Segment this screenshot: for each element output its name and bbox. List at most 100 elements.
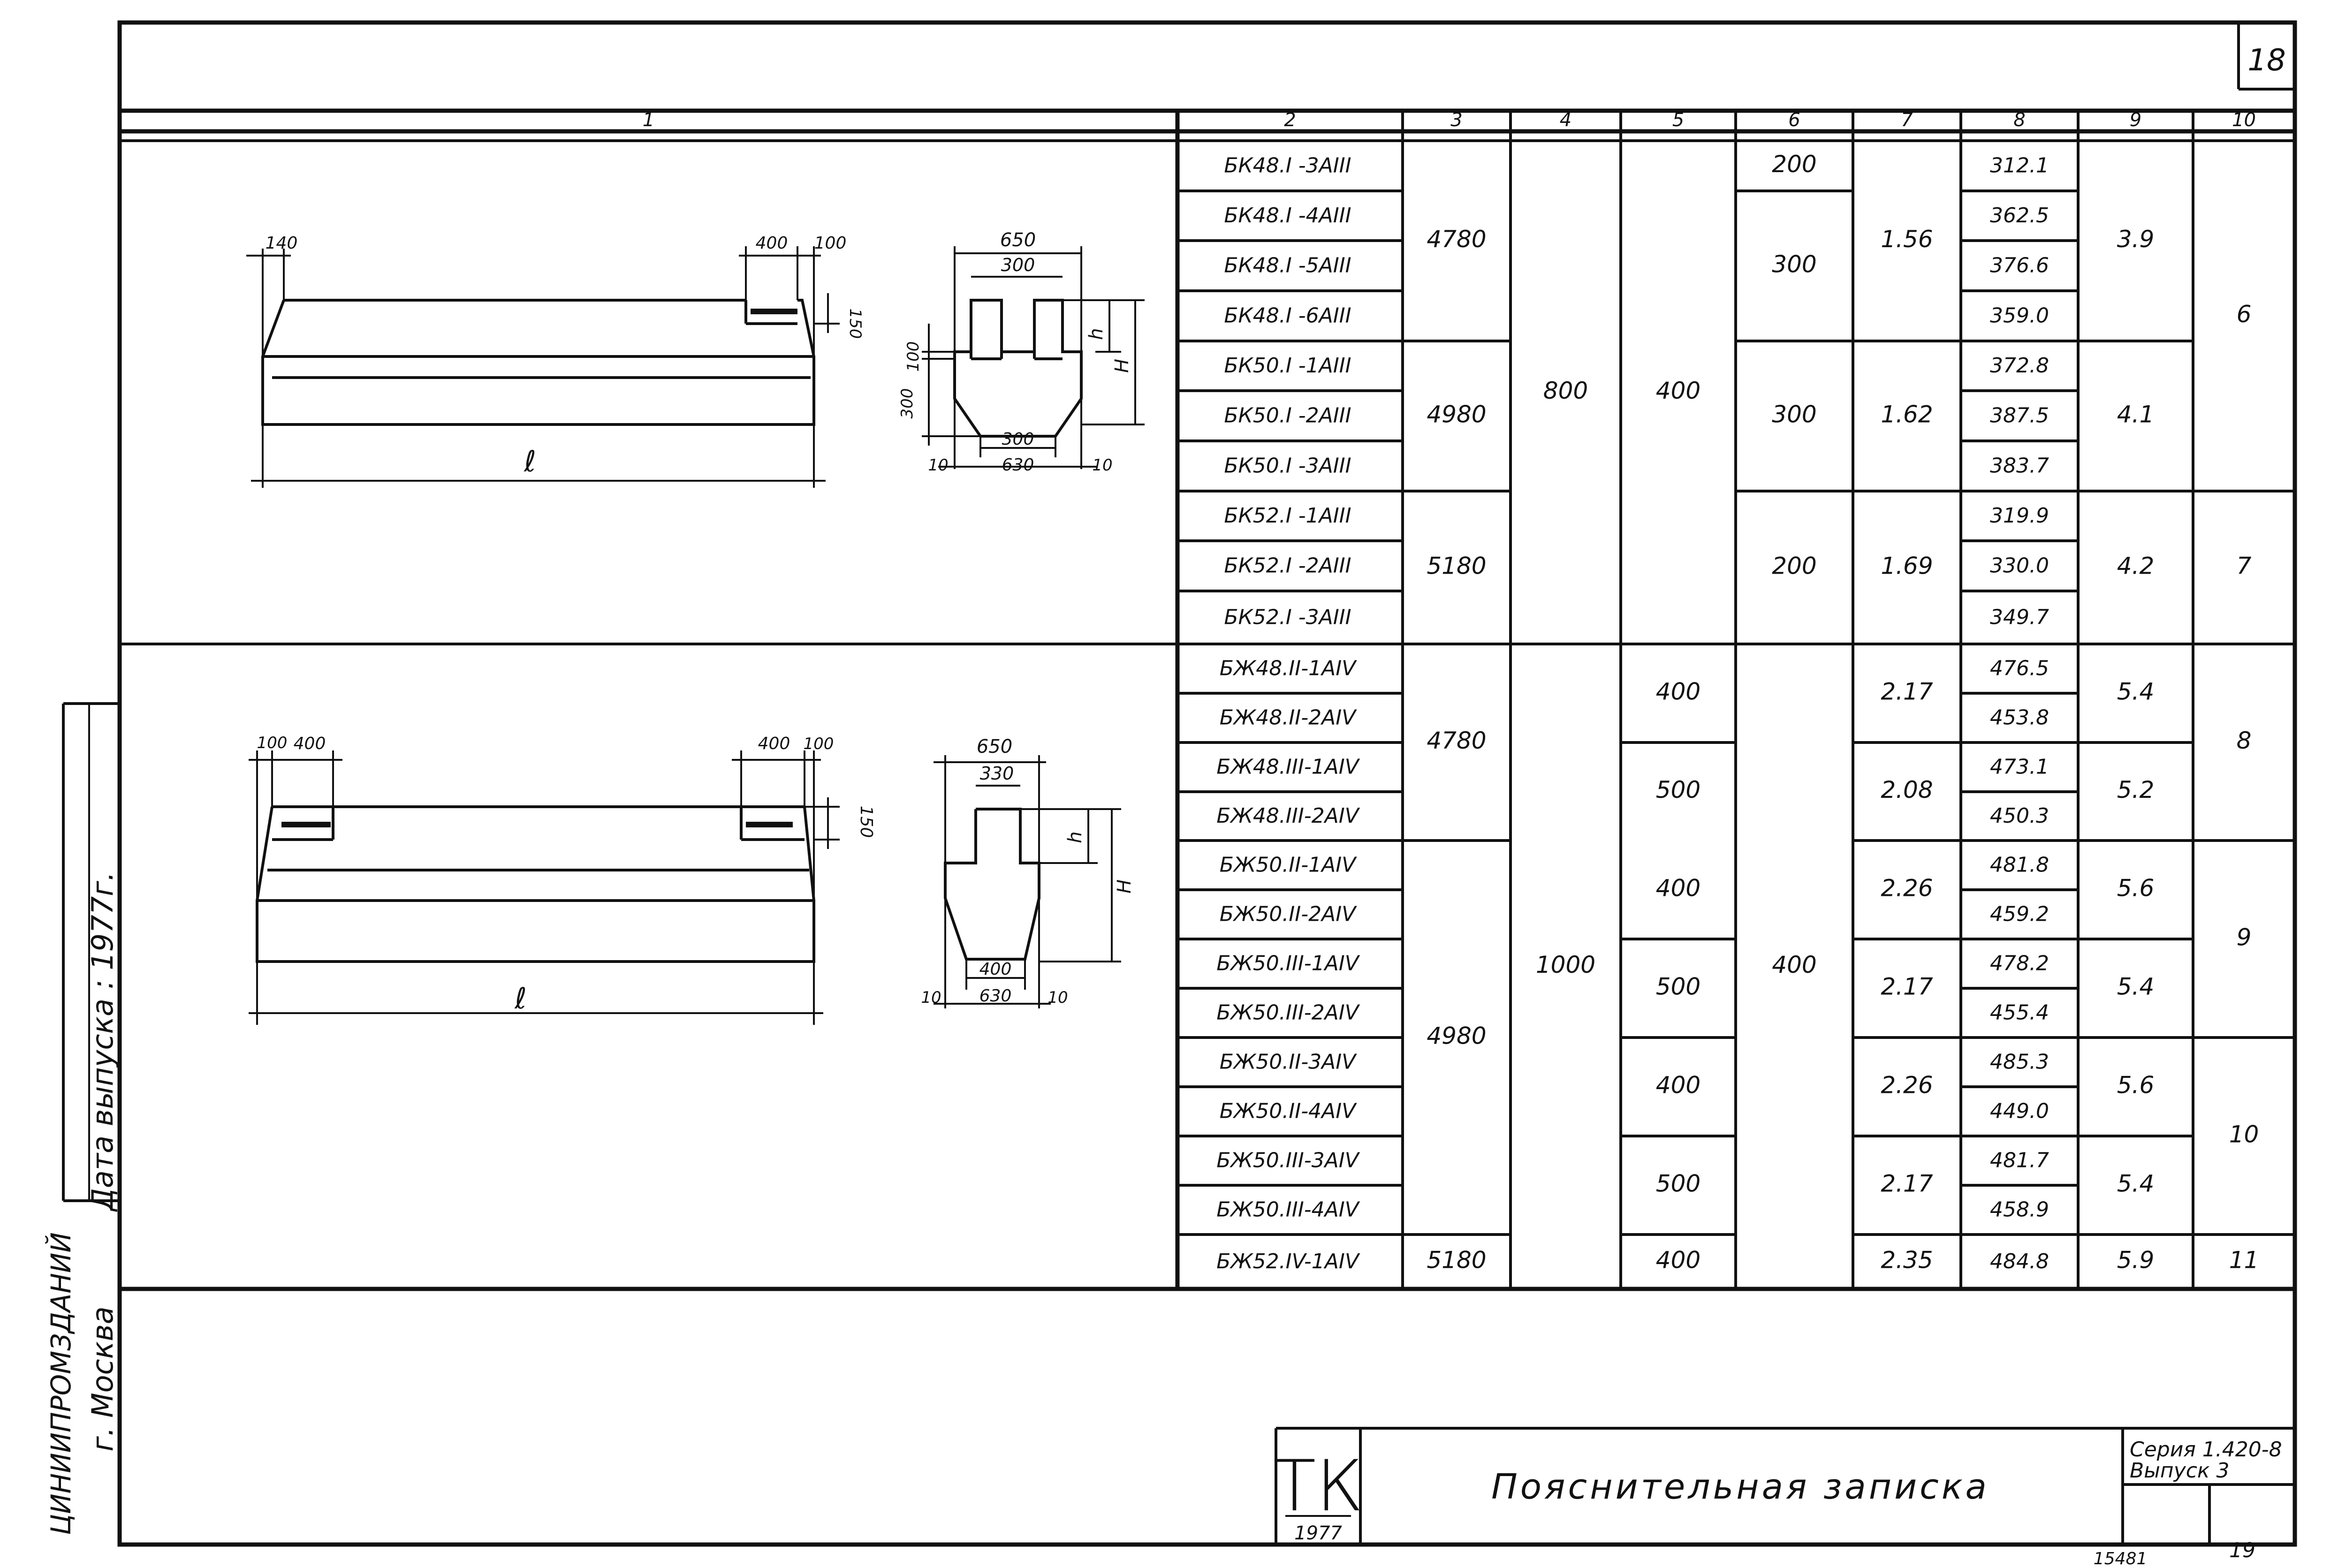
weight-cell: 359.0 — [1990, 304, 2049, 328]
col6-cell: 300 — [1772, 401, 1816, 428]
dim-h: h — [1086, 328, 1107, 340]
mark-cell: БЖ50.II-4АIV — [1220, 1099, 1357, 1123]
mass-cell: 5.9 — [2117, 1247, 2155, 1274]
beam-bzh-dimension-labels: 100 400 400 100 150 ℓ 650 330 400 630 10… — [257, 734, 1135, 1015]
weight-cell: 312.1 — [1990, 154, 2049, 178]
mass-cell: 4.1 — [2117, 401, 2155, 428]
width-cell: 400 — [1656, 875, 1700, 902]
org-name: ЦИНИИПРОМЗДАНИЙ — [45, 1232, 77, 1535]
weight-cell: 481.7 — [1990, 1149, 2049, 1173]
mark-cell: БЖ50.II-2АIV — [1220, 902, 1357, 926]
width-cell: 400 — [1656, 1072, 1700, 1099]
mass-cell: 5.4 — [2117, 973, 2155, 1000]
column-number-8: 8 — [2013, 109, 2025, 131]
dim-100: 100 — [814, 234, 847, 253]
width-cell: 400 — [1656, 377, 1700, 404]
mark-cell: БЖ50.III-1АIV — [1216, 952, 1360, 976]
dim-650: 650 — [977, 736, 1012, 757]
sheet-ref-cell: 8 — [2237, 727, 2252, 754]
column-8-values: 312.1362.5376.6359.0372.8387.5383.7319.9… — [1990, 154, 2049, 1274]
column-number-7: 7 — [1901, 109, 1913, 131]
volume-cell: 2.26 — [1881, 875, 1933, 902]
weight-cell: 330.0 — [1990, 554, 2049, 578]
dim-330: 330 — [980, 763, 1014, 784]
width-cell: 500 — [1656, 1170, 1700, 1197]
mark-cell: БЖ50.II-1АIV — [1220, 853, 1357, 877]
dim-630: 630 — [979, 986, 1012, 1006]
dim-length: ℓ — [524, 444, 536, 478]
length-cell: 5180 — [1427, 553, 1486, 580]
beam-bk-dimension-labels: 140 400 100 150 ℓ 650 300 100 300 300 63… — [266, 229, 1133, 478]
mark-cell: БК48.I -4АIII — [1224, 204, 1351, 227]
dim-10-right: 10 — [1048, 988, 1068, 1007]
mark-cell: БЖ48.III-2АIV — [1216, 804, 1360, 828]
height-cell: 1000 — [1536, 951, 1595, 978]
length-cell: 4980 — [1427, 401, 1486, 428]
dim-400-left: 400 — [294, 734, 326, 753]
merged-columns: 4780498051804780498051808001000400400500… — [1427, 151, 2259, 1274]
volume-cell: 2.35 — [1881, 1247, 1933, 1274]
dim-length: ℓ — [514, 981, 527, 1015]
mark-cell: БЖ50.II-3АIV — [1220, 1050, 1357, 1074]
footer-number: 19 — [2229, 1538, 2255, 1562]
column-number-1: 1 — [643, 109, 654, 131]
dim-140: 140 — [266, 234, 298, 253]
weight-cell: 473.1 — [1990, 755, 2049, 779]
col6-cell: 300 — [1772, 251, 1816, 278]
mass-cell: 5.4 — [2117, 678, 2155, 705]
dim-100-left: 100 — [257, 734, 288, 752]
table-grid — [1175, 111, 2194, 1289]
column-number-6: 6 — [1788, 109, 1800, 131]
table-row-lines — [1177, 189, 2295, 1236]
sheet-ref-cell: 11 — [2229, 1247, 2259, 1274]
col6-cell: 200 — [1772, 553, 1816, 580]
col6-cell: 400 — [1772, 951, 1816, 978]
mark-cell: БК52.I -3АIII — [1224, 606, 1351, 629]
sheet-ref-cell: 9 — [2237, 924, 2252, 951]
mark-cell: БК52.I -1АIII — [1224, 504, 1351, 528]
column-number-3: 3 — [1450, 109, 1462, 131]
length-cell: 5180 — [1427, 1247, 1486, 1274]
dim-400: 400 — [756, 234, 788, 253]
width-cell: 400 — [1656, 1247, 1700, 1274]
city: г. Москва — [85, 1306, 120, 1452]
mark-cell: БК50.I -1АIII — [1224, 354, 1351, 378]
dim-300-h: 300 — [898, 388, 917, 419]
weight-cell: 372.8 — [1990, 354, 2049, 378]
column-number-10: 10 — [2232, 109, 2256, 131]
volume-cell: 2.17 — [1881, 1170, 1933, 1197]
weight-cell: 349.7 — [1990, 606, 2049, 629]
column-number-5: 5 — [1672, 109, 1684, 131]
weight-cell: 455.4 — [1990, 1001, 2049, 1025]
mark-cell: БЖ50.III-4АIV — [1216, 1198, 1360, 1222]
length-cell: 4780 — [1427, 727, 1486, 754]
col6-cell: 200 — [1772, 151, 1816, 178]
mass-cell: 5.4 — [2117, 1170, 2155, 1197]
sheet-ref-cell: 10 — [2229, 1121, 2259, 1148]
weight-cell: 485.3 — [1990, 1050, 2049, 1074]
mass-cell: 5.2 — [2117, 776, 2155, 803]
page-number-box — [2237, 23, 2295, 91]
title-block — [1275, 1427, 2295, 1545]
sheet-ref-cell: 7 — [2237, 553, 2252, 580]
dim-150: 150 — [846, 309, 865, 339]
dim-300-bottom: 300 — [1002, 430, 1034, 449]
release-date: Дата выпуска : 1977г. — [85, 872, 120, 1212]
dim-300-top: 300 — [1001, 255, 1035, 275]
dim-10-left: 10 — [921, 988, 941, 1007]
weight-cell: 376.6 — [1990, 254, 2049, 278]
dim-100-h: 100 — [904, 341, 923, 372]
weight-cell: 387.5 — [1990, 404, 2049, 428]
dim-10-left: 10 — [928, 456, 948, 475]
mark-cell: БЖ50.III-2АIV — [1216, 1001, 1360, 1025]
weight-cell: 319.9 — [1990, 504, 2049, 528]
mark-cell: БЖ52.IV-1АIV — [1216, 1250, 1360, 1273]
dim-H: H — [1114, 879, 1135, 894]
dim-10-right: 10 — [1092, 456, 1112, 475]
weight-cell: 484.8 — [1990, 1250, 2049, 1273]
weight-cell: 476.5 — [1990, 657, 2049, 681]
dim-400-bottom: 400 — [979, 960, 1012, 979]
height-cell: 800 — [1543, 377, 1588, 404]
column-number-2: 2 — [1284, 109, 1296, 131]
